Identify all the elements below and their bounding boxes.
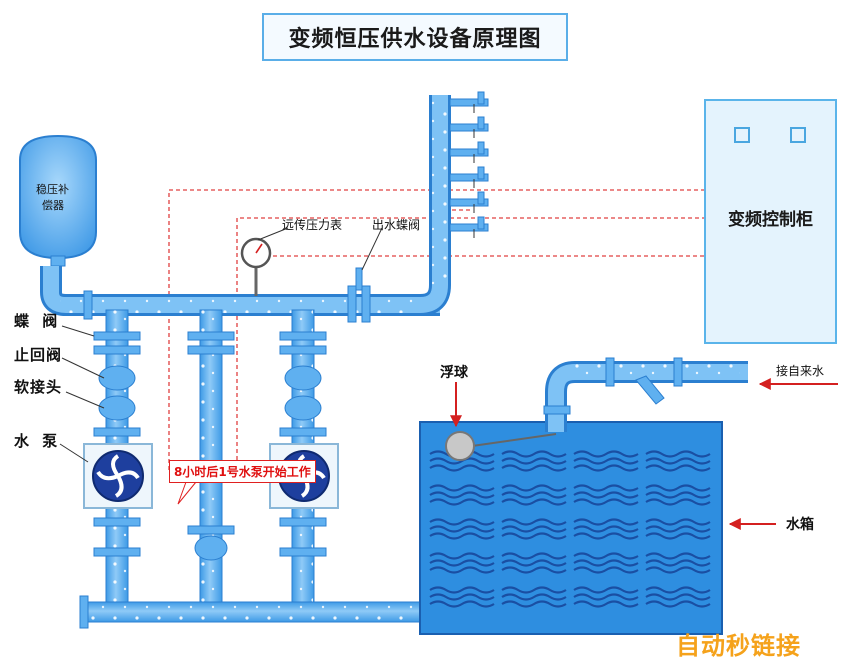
water-tank-label: 水箱 bbox=[786, 517, 814, 533]
tank-wave bbox=[573, 525, 639, 533]
riser-pipe bbox=[419, 95, 451, 316]
butterfly-valve-label: 蝶 阀 bbox=[14, 312, 62, 330]
tank-wave bbox=[645, 518, 711, 526]
tank-wave bbox=[573, 566, 639, 574]
tank-wave bbox=[573, 464, 639, 472]
tank-wave bbox=[501, 457, 567, 465]
tank-wave bbox=[501, 491, 567, 499]
pressure-gauge bbox=[240, 237, 272, 296]
tank-wave bbox=[573, 518, 639, 526]
callout-tail bbox=[177, 481, 197, 505]
tank-wave bbox=[429, 498, 495, 506]
tank-wave bbox=[573, 532, 639, 540]
riser-branch-valves bbox=[449, 91, 489, 238]
tank-wave bbox=[573, 586, 639, 594]
tank-wave bbox=[573, 450, 639, 458]
tank-wave bbox=[501, 484, 567, 492]
tank-wave bbox=[645, 457, 711, 465]
tank-wave bbox=[429, 559, 495, 567]
tank-wave bbox=[429, 593, 495, 601]
remote-gauge-label: 远传压力表 bbox=[282, 218, 343, 232]
soft-joint-label: 软接头 bbox=[14, 378, 63, 396]
tank-wave bbox=[429, 525, 495, 533]
tank-wave bbox=[573, 491, 639, 499]
float-ball-label: 浮球 bbox=[440, 365, 468, 381]
cabinet-indicator-right bbox=[790, 127, 806, 143]
mains-inlet-pipe bbox=[543, 357, 748, 432]
tank-wave bbox=[429, 491, 495, 499]
tank-wave bbox=[501, 559, 567, 567]
tank-wave bbox=[645, 566, 711, 574]
tank-wave bbox=[573, 457, 639, 465]
accumulator-label-line1: 稳压补 bbox=[36, 183, 69, 196]
suction-header-pipe bbox=[79, 595, 421, 629]
outlet-butterfly-valve bbox=[347, 267, 371, 323]
tank-wave bbox=[501, 593, 567, 601]
tank-wave bbox=[429, 457, 495, 465]
tank-wave bbox=[645, 484, 711, 492]
tank-wave bbox=[429, 464, 495, 472]
tank-wave bbox=[645, 600, 711, 608]
tank-wave bbox=[429, 484, 495, 492]
tank-wave bbox=[573, 600, 639, 608]
tank-wave bbox=[645, 559, 711, 567]
pump-schedule-callout: 8小时后1号水泵开始工作 bbox=[169, 460, 316, 483]
tank-wave bbox=[573, 559, 639, 567]
pump-label: 水 泵 bbox=[14, 432, 62, 450]
tank-wave bbox=[501, 586, 567, 594]
tank-wave bbox=[429, 566, 495, 574]
title-box: 变频恒压供水设备原理图 bbox=[262, 13, 568, 61]
pump-leg-1 bbox=[83, 309, 153, 611]
cabinet-indicator-left bbox=[734, 127, 750, 143]
pressure-accumulator bbox=[19, 134, 97, 267]
mains-inlet-label: 接自来水 bbox=[776, 364, 825, 378]
tank-wave bbox=[429, 600, 495, 608]
tank-wave bbox=[501, 525, 567, 533]
tank-wave bbox=[645, 464, 711, 472]
float-ball bbox=[445, 431, 557, 461]
signal-lines bbox=[168, 189, 704, 470]
tank-wave bbox=[429, 552, 495, 560]
tank-wave bbox=[501, 566, 567, 574]
tank-wave bbox=[573, 552, 639, 560]
tank-wave bbox=[645, 525, 711, 533]
tank-wave bbox=[645, 552, 711, 560]
tank-wave bbox=[501, 450, 567, 458]
main-header-pipe bbox=[40, 266, 440, 320]
outlet-valve-label: 出水蝶阀 bbox=[372, 218, 421, 232]
annotation-arrows bbox=[450, 378, 838, 530]
tank-wave bbox=[501, 600, 567, 608]
control-cabinet: 变频控制柜 bbox=[704, 99, 837, 344]
tank-wave bbox=[573, 498, 639, 506]
tank-wave bbox=[501, 518, 567, 526]
tank-wave bbox=[501, 464, 567, 472]
page-title: 变频恒压供水设备原理图 bbox=[288, 27, 542, 52]
tank-wave bbox=[645, 532, 711, 540]
water-tank bbox=[419, 421, 723, 635]
leader-lines bbox=[59, 227, 383, 463]
tank-waves bbox=[429, 450, 711, 608]
tank-wave bbox=[645, 491, 711, 499]
tank-wave bbox=[573, 593, 639, 601]
tank-wave bbox=[501, 498, 567, 506]
control-cabinet-label: 变频控制柜 bbox=[728, 210, 813, 230]
tank-wave bbox=[645, 498, 711, 506]
tank-wave bbox=[645, 593, 711, 601]
watermark-logo: 自动秒链接 bbox=[676, 632, 801, 660]
tank-wave bbox=[429, 586, 495, 594]
tank-wave bbox=[645, 450, 711, 458]
tank-wave bbox=[501, 552, 567, 560]
accumulator-label-line2: 偿器 bbox=[42, 199, 64, 212]
tank-wave bbox=[429, 518, 495, 526]
tank-wave bbox=[501, 532, 567, 540]
tank-wave bbox=[429, 532, 495, 540]
check-valve-label: 止回阀 bbox=[14, 346, 63, 364]
tank-wave bbox=[645, 586, 711, 594]
tank-wave bbox=[573, 484, 639, 492]
